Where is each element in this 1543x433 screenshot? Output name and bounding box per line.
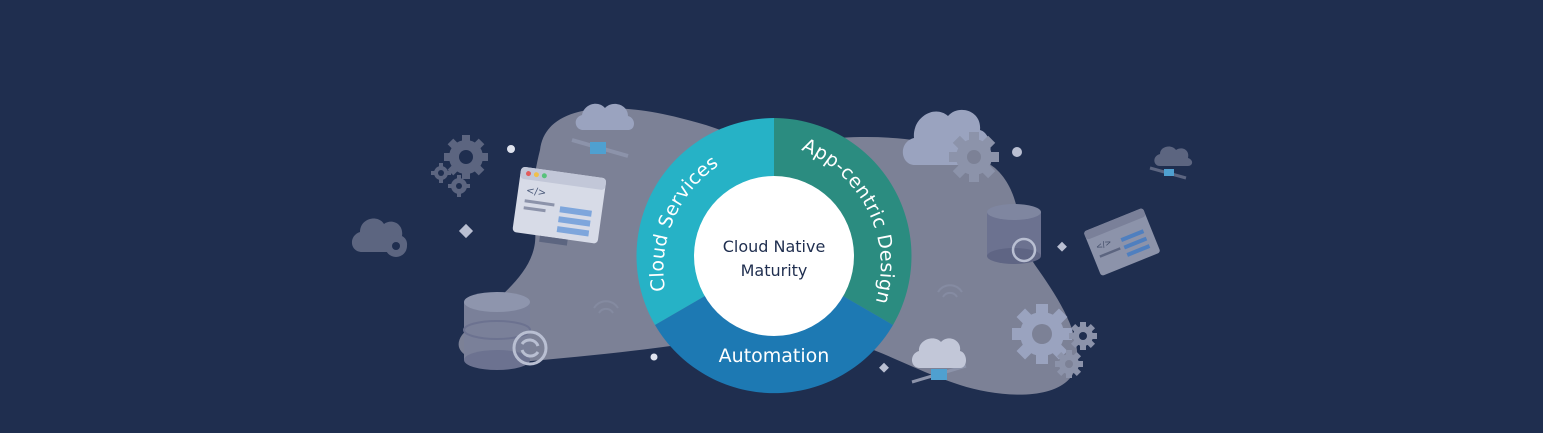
network-cloud-icon xyxy=(911,338,967,384)
gear-icon xyxy=(1055,350,1083,378)
browser-window-icon: </> xyxy=(512,167,607,246)
decor-diamond xyxy=(1057,241,1067,252)
decor-diamond xyxy=(879,362,889,373)
cloud-gear-icon xyxy=(902,109,999,182)
network-cloud-icon xyxy=(571,103,634,158)
gear-icon xyxy=(1012,304,1072,364)
sync-icon xyxy=(512,330,548,366)
network-cloud-icon xyxy=(1149,146,1193,180)
decor-dot xyxy=(1012,147,1022,157)
decor-dot xyxy=(507,145,515,153)
gear-icon xyxy=(448,175,470,197)
gear-icon xyxy=(1069,322,1097,350)
signal-icon xyxy=(593,300,619,314)
database-icon xyxy=(463,292,531,370)
signal-icon xyxy=(937,284,963,298)
code-icon: </> xyxy=(525,185,546,199)
browser-window-icon: </> xyxy=(1084,208,1160,276)
gear-icon xyxy=(431,163,451,183)
segment-label-automation: Automation xyxy=(719,345,830,367)
center-circle xyxy=(694,176,854,336)
cloud-gear-icon xyxy=(351,218,408,257)
center-label-line1: Cloud Native xyxy=(723,237,826,256)
center-label-line2: Maturity xyxy=(741,261,808,280)
gear-icon xyxy=(444,135,488,179)
decor-dot xyxy=(650,353,658,361)
decor-diamond xyxy=(458,223,474,239)
sync-icon xyxy=(1011,237,1037,263)
